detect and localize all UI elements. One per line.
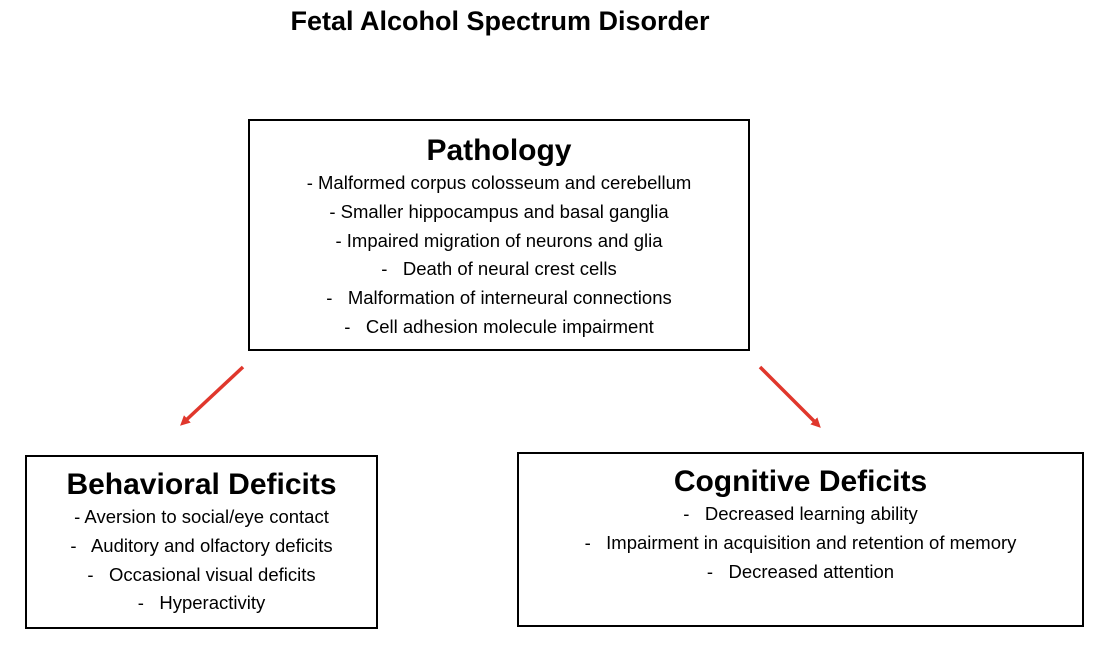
pathology-item: - Smaller hippocampus and basal ganglia [329,200,669,222]
cognitive-item: - Impairment in acquisition and retentio… [584,531,1017,553]
pathology-item: - Death of neural crest cells [381,258,617,280]
arrow-to-cognitive [758,365,821,428]
behavioral-item: - Hyperactivity [137,592,266,614]
diagram-title: Fetal Alcohol Spectrum Disorder [290,6,710,36]
behavioral-heading: Behavioral Deficits [66,468,337,501]
pathology-item: - Impaired migration of neurons and glia [335,229,663,251]
pathology-item: - Cell adhesion molecule impairment [344,315,654,337]
pathology-box: Pathology - Malformed corpus colosseum a… [248,119,750,351]
pathology-item: - Malformation of interneural connection… [326,287,672,309]
behavioral-item: - Occasional visual deficits [87,563,316,585]
behavioral-item: - Auditory and olfactory deficits [70,534,333,556]
behavioral-box: Behavioral Deficits - Aversion to social… [25,455,378,629]
cognitive-box: Cognitive Deficits - Decreased learning … [517,452,1084,627]
behavioral-item: - Aversion to social/eye contact [74,506,329,527]
cognitive-item: - Decreased attention [706,560,895,582]
arrow-to-behavioral [180,365,245,426]
pathology-item: - Malformed corpus colosseum and cerebel… [306,172,692,193]
cognitive-heading: Cognitive Deficits [673,465,928,498]
cognitive-item: - Decreased learning ability [683,503,918,524]
pathology-heading: Pathology [426,134,572,167]
